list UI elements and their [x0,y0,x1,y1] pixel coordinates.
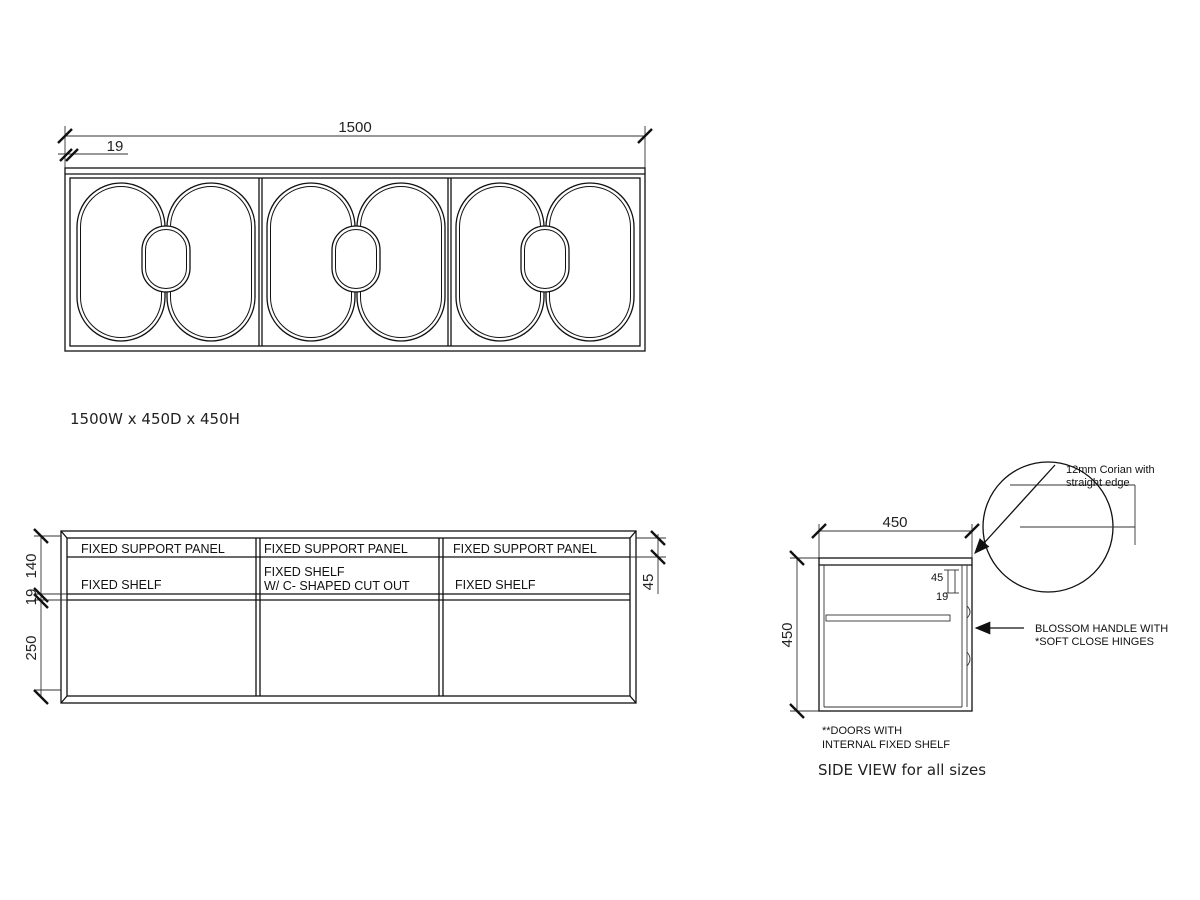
front-view: 1500 19 [57,119,653,352]
side-height-dimension: 450 [779,622,796,647]
corian-note-line2: straight edge [1066,477,1130,489]
bay1-shelf-label: FIXED SHELF [81,578,162,592]
bay2-top-label: FIXED SUPPORT PANEL [264,542,408,556]
inner-shelf-dimension: 19 [936,591,948,603]
bay3-shelf-label: FIXED SHELF [455,578,536,592]
bay2-shelf-cutout-label: W/ C- SHAPED CUT OUT [264,579,410,593]
support-panel-height-dimension: 45 [640,574,657,591]
overall-width-dimension: 1500 [338,119,371,136]
upper-compartment-dimension: 140 [23,553,40,578]
side-depth-dimension: 450 [882,514,907,531]
side-view-caption: SIDE VIEW for all sizes [818,761,986,779]
internal-view: FIXED SUPPORT PANEL FIXED SUPPORT PANEL … [23,528,666,705]
size-caption: 1500W x 450D x 450H [70,410,240,428]
lower-compartment-dimension: 250 [23,635,40,660]
doors-note-line2: INTERNAL FIXED SHELF [822,739,950,751]
bay3-top-label: FIXED SUPPORT PANEL [453,542,597,556]
shelf-thickness-dimension: 19 [23,589,40,606]
doors-note-line1: **DOORS WITH [822,725,902,737]
panel-thickness-dimension: 19 [107,138,124,155]
side-view: 450 450 45 19 12mm Corian with straight … [779,461,1168,779]
bay1-top-label: FIXED SUPPORT PANEL [81,542,225,556]
inner-top-dimension: 45 [931,572,943,584]
handle-note-line2: *SOFT CLOSE HINGES [1035,636,1154,648]
handle-note-line1: BLOSSOM HANDLE WITH [1035,623,1168,635]
corian-note-line1: 12mm Corian with [1066,464,1155,476]
bay2-shelf-label: FIXED SHELF [264,565,345,579]
